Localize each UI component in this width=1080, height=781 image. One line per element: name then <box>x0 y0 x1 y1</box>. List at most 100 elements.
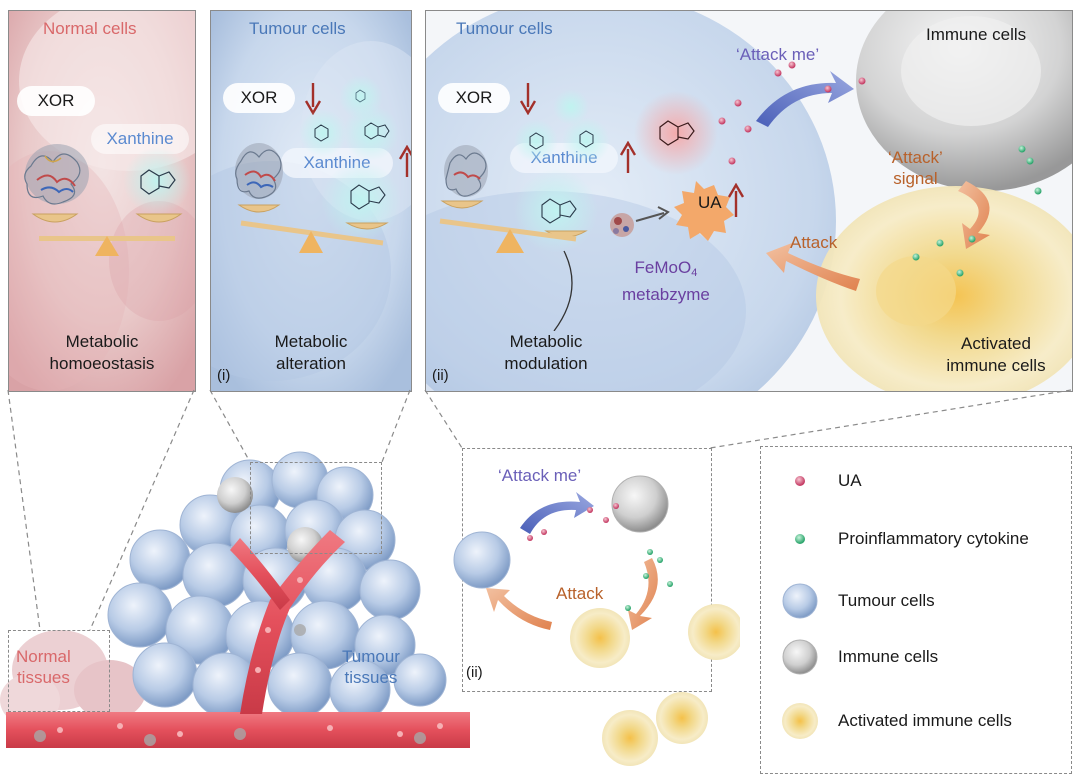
tumour-cell-icon <box>453 531 511 589</box>
immune-cell-large <box>856 11 1072 191</box>
legend-label: Immune cells <box>838 647 939 666</box>
xor-label: XOR <box>438 83 510 113</box>
inset-attack-label: Attack <box>556 584 604 603</box>
immune-cell-in-tumour <box>217 477 253 513</box>
nanozyme-name: metabzyme <box>622 285 710 304</box>
attack-signal-label: ‘Attack’ signal <box>888 147 943 189</box>
normal-caption-line2: homoeostasis <box>49 354 155 373</box>
activated-immune-cell-icon <box>570 608 630 668</box>
tumour-tissues-label: Tumour tissues <box>342 646 400 688</box>
attack-signal-line1: ‘Attack’ <box>888 148 943 167</box>
tumour-cell-icon <box>782 583 818 619</box>
panel-ii-caption-line2: modulation <box>504 354 588 373</box>
tumour-cell-background <box>211 11 411 391</box>
panel-i-caption-line2: alteration <box>276 354 346 373</box>
cytokine-dot-icon <box>795 534 805 544</box>
xor-protein-icon <box>235 143 283 199</box>
panel-i-header: Tumour cells <box>249 19 346 38</box>
attack-arrow-icon <box>486 588 552 630</box>
normal-tissue-cells <box>0 630 146 726</box>
activated-immune-cell-icon <box>602 710 658 766</box>
balance-scale-icon <box>235 143 389 253</box>
cytokine-dots <box>912 145 1042 277</box>
tissue-illustration <box>0 451 470 748</box>
inset-ii-illustration <box>453 475 740 766</box>
xor-protein-icon <box>24 144 89 205</box>
panel-ii-header: Tumour cells <box>456 19 553 38</box>
activated-line2: immune cells <box>946 356 1046 375</box>
legend-item: UA <box>780 468 862 494</box>
legend-label: UA <box>838 471 862 490</box>
normal-tissues-label: Normal tissues <box>16 646 71 688</box>
immune-cell-icon <box>782 639 818 675</box>
immune-cells-label: Immune cells <box>926 25 1027 44</box>
panel-ii-marker: (ii) <box>432 367 449 384</box>
balance-scale-icon <box>24 144 191 256</box>
panel-ii-metabolic-modulation: Tumour cells XOR Xanthine <box>425 10 1073 392</box>
legend-item: Proinflammatory cytokine <box>780 526 1029 552</box>
xor-label: XOR <box>17 86 95 116</box>
normal-panel-header: Normal cells <box>43 19 137 38</box>
nanozyme-formula: FeMoO <box>634 258 692 277</box>
legend-item: Activated immune cells <box>780 700 1012 742</box>
ua-burst-icon <box>674 181 734 241</box>
attack-me-arrow-icon <box>756 71 854 127</box>
tumour-mass <box>107 451 447 721</box>
ua-label: UA <box>698 193 722 212</box>
ua-increase-arrow-icon <box>727 183 745 217</box>
legend-item: Immune cells <box>780 636 938 678</box>
tumour-zoom-box <box>250 462 382 554</box>
molecules-and-nanozyme-icon <box>439 89 734 331</box>
panel-normal-cells: Normal cells XOR Xanthine Metabolic homo… <box>8 10 196 392</box>
panel-i-marker: (i) <box>217 367 231 384</box>
xor-protein-icon <box>444 145 488 197</box>
xor-decrease-arrow-icon <box>519 83 537 115</box>
inset-attack-me-label: ‘Attack me’ <box>498 466 582 485</box>
legend-label: Activated immune cells <box>838 711 1012 730</box>
ua-dots <box>718 61 866 165</box>
attack-arrow-icon <box>766 243 860 291</box>
activated-immune-cell-icon <box>688 604 740 660</box>
xanthine-molecule-icon <box>123 147 191 215</box>
tumour-tissues-line1: Tumour <box>342 647 400 666</box>
panel-i-caption-line1: Metabolic <box>274 332 348 351</box>
xor-label: XOR <box>223 83 295 113</box>
xanthine-increase-arrow-icon <box>398 145 411 177</box>
attack-signal-line2: signal <box>893 169 938 188</box>
normal-tissues-line1: Normal <box>16 647 71 666</box>
attack-me-arrow-icon <box>520 492 594 534</box>
xanthine-increase-arrow-icon <box>619 141 637 173</box>
activated-immune-cells-label: Activated immune cells <box>926 333 1066 377</box>
inset-ii-marker: (ii) <box>466 664 483 681</box>
legend-box <box>760 446 1072 774</box>
legend: UA Proinflammatory cytokine Tumour cells… <box>760 446 1070 772</box>
activated-immune-cell-icon <box>656 692 708 744</box>
panel-i-tumour-cells: Tumour cells XOR Xanthine (i) Metabolic … <box>210 10 412 392</box>
uric-acid-molecule-icon <box>634 91 718 175</box>
activated-immune-cell-large <box>816 186 1072 391</box>
attack-signal-arrow-icon <box>958 181 990 249</box>
normal-caption-line1: Metabolic <box>65 332 139 351</box>
activated-immune-cell-icon <box>782 703 818 739</box>
panel-ii-caption: Metabolic modulation <box>466 331 626 375</box>
nanozyme-formula-subscript: 4 <box>691 267 698 279</box>
attack-arrow-icon <box>628 558 658 630</box>
activated-line1: Activated <box>961 334 1031 353</box>
attack-me-label: ‘Attack me’ <box>736 45 820 64</box>
xanthine-cluster-icon <box>299 75 401 241</box>
blood-vessel <box>6 530 470 748</box>
panel-i-caption: Metabolic alteration <box>211 331 411 375</box>
panel-ii-caption-line1: Metabolic <box>509 332 583 351</box>
legend-label: Proinflammatory cytokine <box>838 529 1029 548</box>
femoo4-metabzyme-label: FeMoO4 metabzyme <box>622 257 710 305</box>
ua-dot-icon <box>795 476 805 486</box>
normal-tissues-line2: tissues <box>16 668 70 687</box>
tumour-tissues-line2: tissues <box>344 668 398 687</box>
femoo4-metabzyme-particle-icon <box>610 213 634 237</box>
xanthine-label: Xanthine <box>91 124 189 154</box>
immune-cell-icon <box>611 475 669 533</box>
attack-label: Attack <box>790 233 838 252</box>
immune-signalling-arrows <box>718 61 1042 291</box>
legend-item: Tumour cells <box>780 580 935 622</box>
legend-label: Tumour cells <box>838 591 935 610</box>
